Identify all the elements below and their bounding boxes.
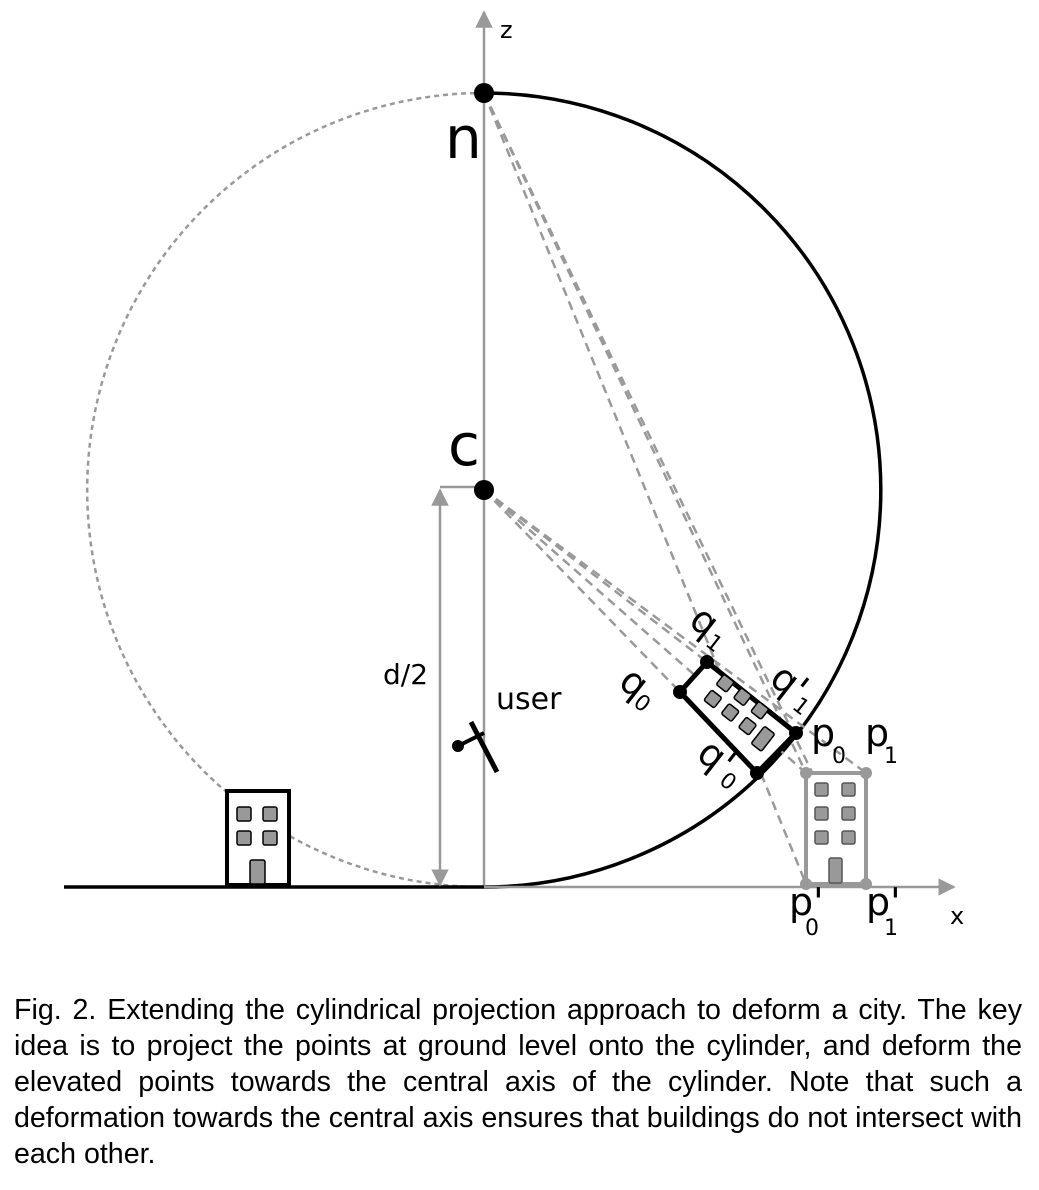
- label-user: user: [496, 682, 562, 717]
- svg-text:p: p: [865, 711, 889, 755]
- label-p1: p 1: [865, 711, 898, 769]
- point-n: [474, 83, 494, 103]
- svg-text:1: 1: [884, 744, 898, 769]
- label-z-axis: z: [500, 16, 513, 44]
- svg-text:p': p': [789, 880, 824, 924]
- label-p0: p 0: [811, 711, 846, 769]
- label-q0: q 0: [611, 658, 657, 718]
- label-p1-prime: p' 1: [866, 880, 901, 941]
- svg-text:0: 0: [805, 916, 819, 941]
- figure-caption: Fig. 2. Extending the cylindrical projec…: [14, 994, 1022, 1170]
- point-c: [474, 480, 494, 500]
- label-x-axis: x: [950, 902, 964, 930]
- svg-text:0: 0: [832, 744, 846, 769]
- svg-text:p': p': [866, 880, 901, 924]
- projection-lines: [482, 92, 868, 885]
- label-d-half: d/2: [383, 658, 428, 691]
- label-n: n: [445, 104, 482, 172]
- original-building: [800, 767, 872, 890]
- user-icon: [452, 720, 500, 774]
- cylinder-circle-back-half: [85, 91, 485, 889]
- left-building: [225, 789, 291, 887]
- svg-text:p: p: [811, 711, 835, 755]
- deformed-building: [673, 655, 803, 780]
- cylinder-circle-front-half: [483, 91, 883, 889]
- svg-text:1: 1: [884, 916, 898, 941]
- cylindrical-projection-diagram: z x n c d/2 user q 0 q 1 q' 1 q' 0 p 0 p…: [64, 10, 964, 941]
- label-c: c: [448, 411, 480, 479]
- label-p0-prime: p' 0: [789, 880, 824, 941]
